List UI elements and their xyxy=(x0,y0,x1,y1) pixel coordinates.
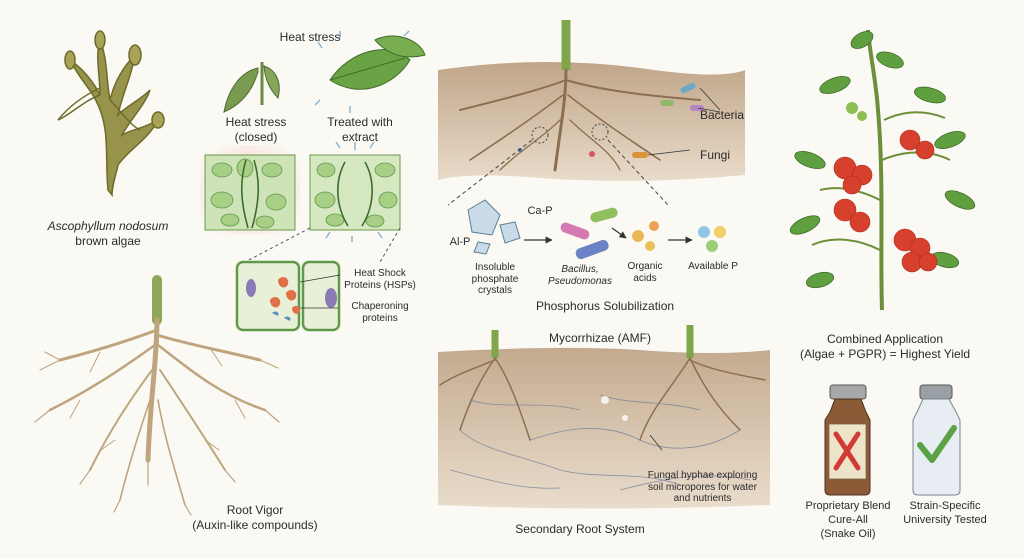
bacteria-label: Bacteria xyxy=(700,108,745,122)
root-vigor-title: Root Vigor xyxy=(226,503,284,517)
organic-acids-label: Organic acids xyxy=(627,261,663,284)
root-vigor-illustration xyxy=(34,275,280,516)
tomato-caption-line2: (Algae + PGPR) = Highest Yield xyxy=(799,347,971,361)
secondary-root-label: Secondary Root System xyxy=(515,522,645,536)
phosphate-crystals xyxy=(467,199,521,255)
al-p-label: Al-P xyxy=(449,236,471,248)
healthy-leaf xyxy=(314,30,426,113)
zoom-lines xyxy=(244,227,401,263)
treated-stomata-label: Treated with extract xyxy=(327,115,393,144)
stomata-open xyxy=(309,141,401,242)
zoom-lines-2 xyxy=(447,139,669,206)
tomato-plant xyxy=(789,29,976,311)
crystals-label: Insoluble phosphate crystals xyxy=(471,262,519,296)
soil-top-panel xyxy=(438,20,745,181)
organic-acids xyxy=(632,221,659,251)
chaperone-label: Chaperoning proteins xyxy=(351,301,409,324)
snake-oil-line1: Proprietary Blend xyxy=(805,500,891,512)
snake-oil-line2: Cure-All xyxy=(828,514,868,526)
microbes-label: Bacillus, Pseudomonas xyxy=(548,264,612,287)
cross-icon xyxy=(833,431,861,471)
phosphorus-title: Phosphorus Solubilization xyxy=(535,299,675,313)
fungi-label: Fungi xyxy=(700,148,731,162)
hsp-cells xyxy=(235,260,341,332)
available-p-label: Available P xyxy=(688,261,738,272)
algae-species-label: Ascophyllum nodosum xyxy=(47,219,169,233)
hsp-label: Heat Shock Proteins (HSPs) xyxy=(344,268,416,291)
algae-illustration xyxy=(57,30,165,198)
tested-line2: University Tested xyxy=(903,514,987,526)
root-vigor-subtitle: (Auxin-like compounds) xyxy=(192,518,318,532)
hyphae-label: Fungal hyphae exploring soil micropores … xyxy=(647,470,758,504)
tomato-caption-line1: Combined Application xyxy=(826,332,944,346)
bacteria-group xyxy=(560,207,618,260)
snake-oil-line3: (Snake Oil) xyxy=(820,528,876,540)
closed-stomata-label: Heat stress (closed) xyxy=(225,115,287,144)
heat-stress-title: Heat stress xyxy=(279,30,341,44)
ca-p-label: Ca-P xyxy=(527,205,553,217)
algae-type-label: brown algae xyxy=(75,234,141,248)
available-p-icons xyxy=(698,226,726,252)
tested-line1: Strain-Specific xyxy=(909,500,981,512)
wilted-leaf xyxy=(223,62,280,113)
mycorrhizae-panel xyxy=(438,325,770,509)
stomata-closed xyxy=(200,145,300,235)
mycorrhizae-title: Mycorrhizae (AMF) xyxy=(548,331,651,345)
check-icon xyxy=(917,425,957,463)
snake-oil-bottle xyxy=(824,384,871,496)
tested-bottle xyxy=(912,384,961,496)
